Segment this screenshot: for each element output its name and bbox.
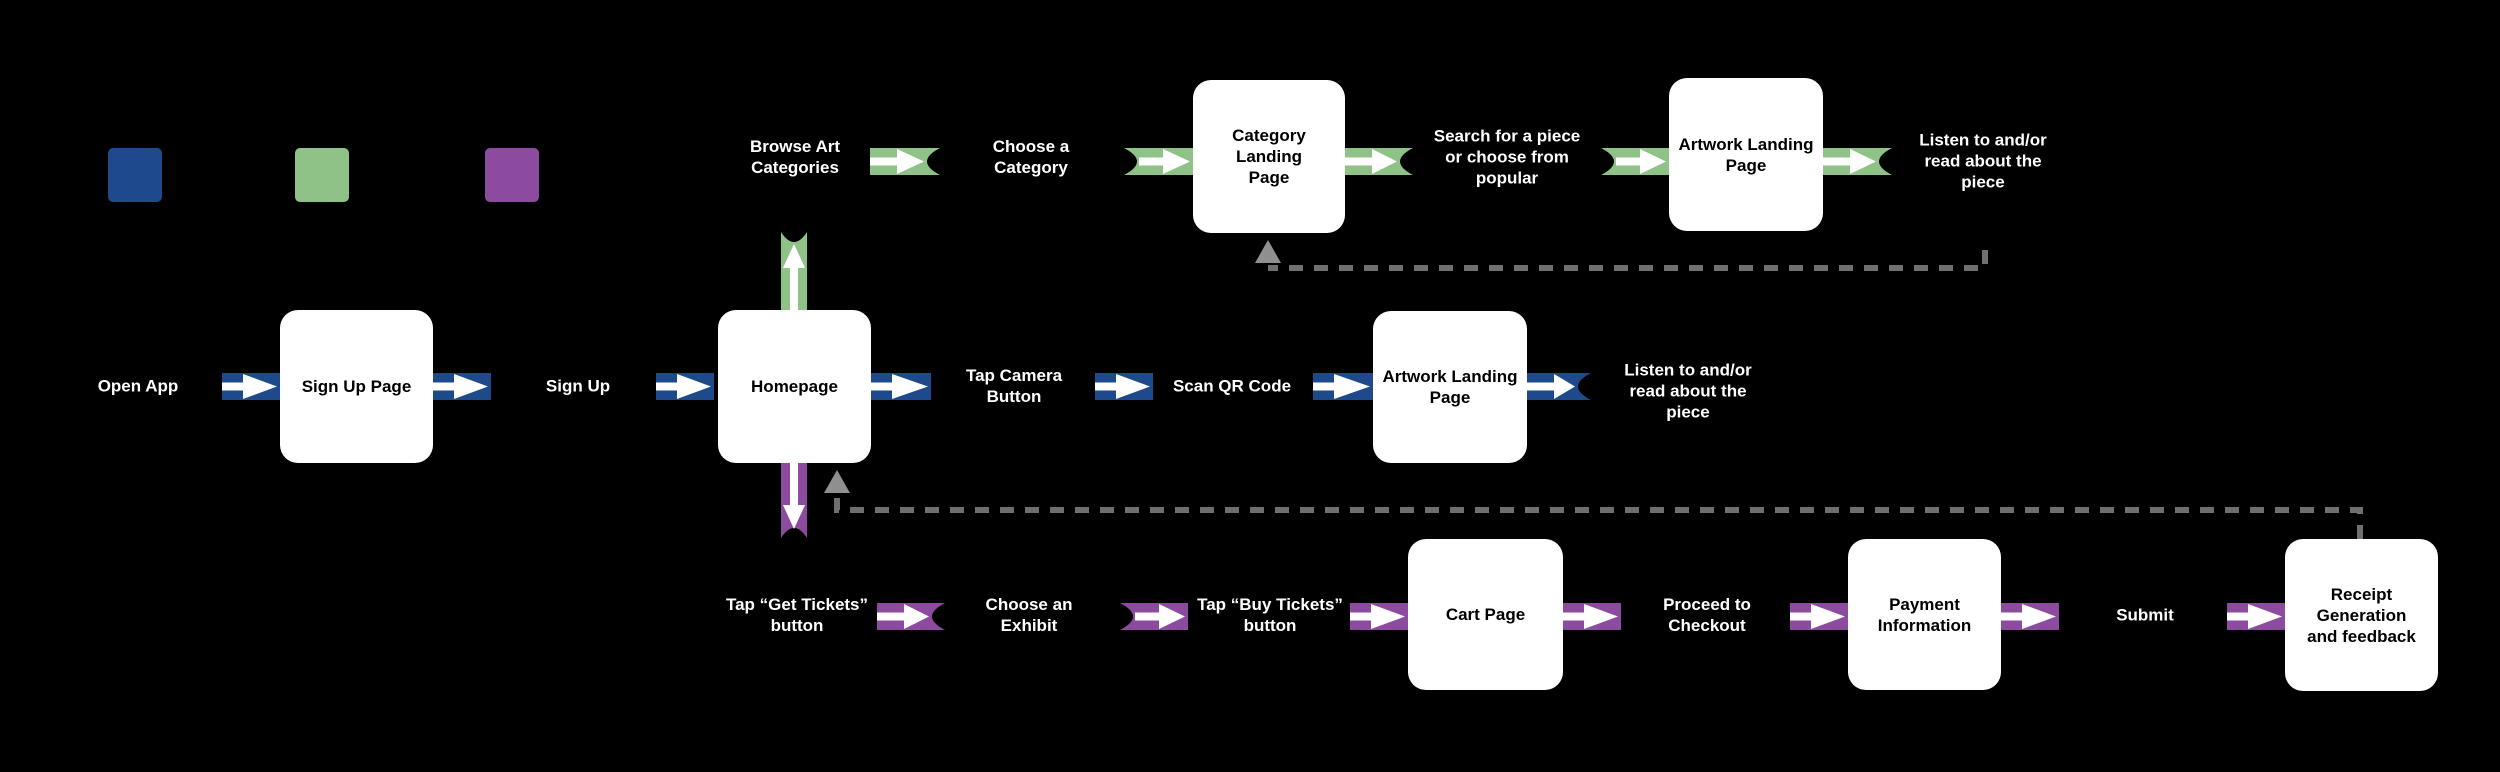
flow-arrow-blue-3 (656, 373, 714, 400)
flow-arrow-green-5 (1823, 148, 1892, 175)
flow-arrow-purple-1 (877, 603, 945, 630)
flow-label-sign-up: Sign Up (545, 376, 611, 396)
page-box-receipt-generation: Receipt Generation and feedback (2285, 539, 2438, 691)
flow-arrow-purple-5 (1790, 603, 1848, 630)
flow-label-listen-mid: Listen to and/or read about the piece (1624, 360, 1752, 422)
flow-arrow-purple-3 (1350, 603, 1408, 630)
flow-label-scan-qr-code: Scan QR Code (1172, 376, 1292, 396)
feedback-arrowhead-to-homepage (824, 470, 850, 493)
flow-arrow-green-2 (1124, 148, 1193, 175)
feedback-path-to-category-landing (1268, 250, 1988, 271)
flow-label-listen-top: Listen to and/or read about the piece (1919, 130, 2047, 192)
flow-arrow-purple-2 (1120, 603, 1188, 630)
flow-arrow-blue-2 (433, 373, 491, 400)
flow-label-proceed-to-checkout: Proceed to Checkout (1663, 595, 1751, 635)
flow-label-choose-an-exhibit: Choose an Exhibit (985, 595, 1073, 635)
flow-arrow-blue-1 (222, 373, 280, 400)
flow-label-submit: Submit (2116, 605, 2174, 625)
feedback-path-to-homepage (834, 497, 2363, 539)
flow-label-browse-art-categories: Browse Art Categories (749, 137, 841, 177)
legend-swatch-green-swatch (295, 148, 349, 202)
flow-arrow-blue-6 (1313, 373, 1373, 400)
page-box-sign-up-page: Sign Up Page (280, 310, 433, 463)
flow-label-open-app: Open App (97, 376, 179, 396)
feedback-arrowhead-to-category-landing (1255, 240, 1281, 263)
page-box-payment-information: Payment Information (1848, 539, 2001, 690)
page-box-category-landing-page: Category Landing Page (1193, 80, 1345, 233)
flow-arrow-green-1 (870, 148, 940, 175)
flow-arrow-green-3 (1345, 148, 1413, 175)
flow-arrow-purple-6 (2001, 603, 2059, 630)
flow-arrow-purple-4 (1563, 603, 1621, 630)
page-box-cart-page: Cart Page (1408, 539, 1563, 690)
page-box-artwork-landing-page-top: Artwork Landing Page (1669, 78, 1823, 231)
flow-arrow-purple-7 (2227, 603, 2285, 630)
page-box-artwork-landing-page-mid: Artwork Landing Page (1373, 311, 1527, 463)
flow-label-tap-get-tickets-button: Tap “Get Tickets” button (725, 595, 869, 635)
flow-arrow-green-4 (1601, 148, 1669, 175)
flow-arrow-blue-7 (1527, 373, 1591, 400)
flow-label-search-for-a-piece: Search for a piece or choose from popula… (1433, 126, 1581, 188)
flow-label-tap-camera-button: Tap Camera Button (965, 366, 1063, 406)
flow-arrow-blue-5 (1095, 373, 1153, 400)
flow-arrow-green-up (781, 232, 807, 310)
flow-label-tap-buy-tickets-button: Tap “Buy Tickets” button (1197, 595, 1343, 635)
flow-arrow-blue-4 (871, 373, 931, 400)
legend-swatch-blue-swatch (108, 148, 162, 202)
flow-arrow-purple-down (781, 463, 807, 538)
legend-swatch-purple-swatch (485, 148, 539, 202)
page-box-homepage: Homepage (718, 310, 871, 463)
flow-label-choose-a-category: Choose a Category (992, 137, 1070, 177)
